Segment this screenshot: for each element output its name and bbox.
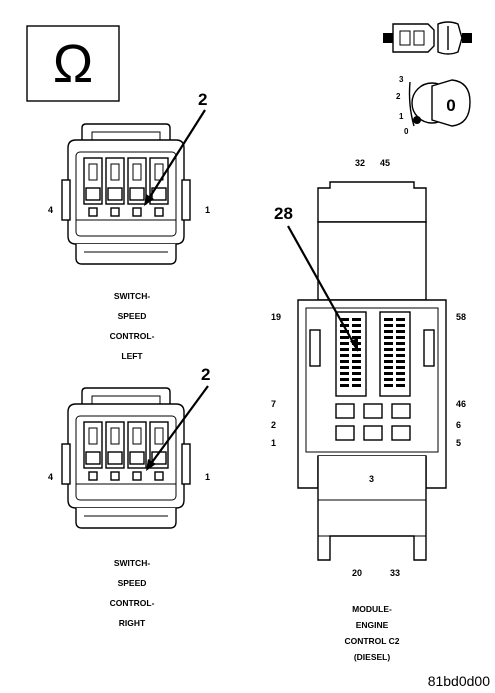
svg-text:3: 3 [369, 474, 374, 484]
svg-text:2: 2 [396, 92, 401, 101]
key-face-label: 0 [446, 96, 455, 115]
svg-text:46: 46 [456, 399, 466, 409]
svg-text:20: 20 [352, 568, 362, 578]
svg-text:7: 7 [271, 399, 276, 409]
svg-text:5: 5 [456, 438, 461, 448]
switch-speed-control-right-connector: 4 1 2 [48, 365, 210, 529]
svg-text:1: 1 [399, 112, 404, 121]
svg-text:3: 3 [399, 75, 404, 84]
ignition-key-icon: 3 2 1 0 0 [396, 75, 471, 136]
engine-control-module-c2-connector: 28 32 45 19 7 2 1 58 46 6 5 3 20 33 [271, 158, 466, 578]
svg-text:SPEED: SPEED [118, 311, 147, 321]
switch-speed-control-right-caption: SWITCH- SPEED CONTROL- RIGHT [110, 558, 155, 628]
svg-text:SPEED: SPEED [118, 578, 147, 588]
figure-id: 81bd0d00 [428, 673, 491, 689]
svg-text:45: 45 [380, 158, 390, 168]
svg-text:2: 2 [271, 420, 276, 430]
svg-text:RIGHT: RIGHT [119, 618, 146, 628]
svg-text:(DIESEL): (DIESEL) [354, 652, 391, 662]
svg-text:MODULE-: MODULE- [352, 604, 392, 614]
callout-number: 2 [198, 90, 207, 109]
svg-text:SWITCH-: SWITCH- [114, 558, 151, 568]
svg-text:58: 58 [456, 312, 466, 322]
callout-number: 28 [274, 204, 293, 223]
pin-label-1: 1 [205, 205, 210, 215]
svg-text:LEFT: LEFT [121, 351, 143, 361]
switch-speed-control-left-caption: SWITCH- SPEED CONTROL- LEFT [110, 291, 155, 361]
svg-text:ENGINE: ENGINE [356, 620, 389, 630]
svg-text:CONTROL C2: CONTROL C2 [344, 636, 399, 646]
svg-text:CONTROL-: CONTROL- [110, 331, 155, 341]
pin-label-1: 1 [205, 472, 210, 482]
svg-text:19: 19 [271, 312, 281, 322]
svg-text:1: 1 [271, 438, 276, 448]
resistance-legend-box: Ω [26, 25, 120, 102]
svg-text:6: 6 [456, 420, 461, 430]
svg-text:0: 0 [404, 127, 409, 136]
svg-text:SWITCH-: SWITCH- [114, 291, 151, 301]
svg-text:CONTROL-: CONTROL- [110, 598, 155, 608]
omega-symbol: Ω [53, 34, 93, 94]
engine-control-module-c2-caption: MODULE- ENGINE CONTROL C2 (DIESEL) [344, 604, 399, 662]
svg-text:32: 32 [355, 158, 365, 168]
pin-label-4: 4 [48, 472, 53, 482]
plug-icon [383, 21, 472, 55]
switch-speed-control-left-connector: 4 1 2 [48, 90, 210, 265]
callout-number: 2 [201, 365, 210, 384]
svg-text:33: 33 [390, 568, 400, 578]
pin-label-4: 4 [48, 205, 53, 215]
